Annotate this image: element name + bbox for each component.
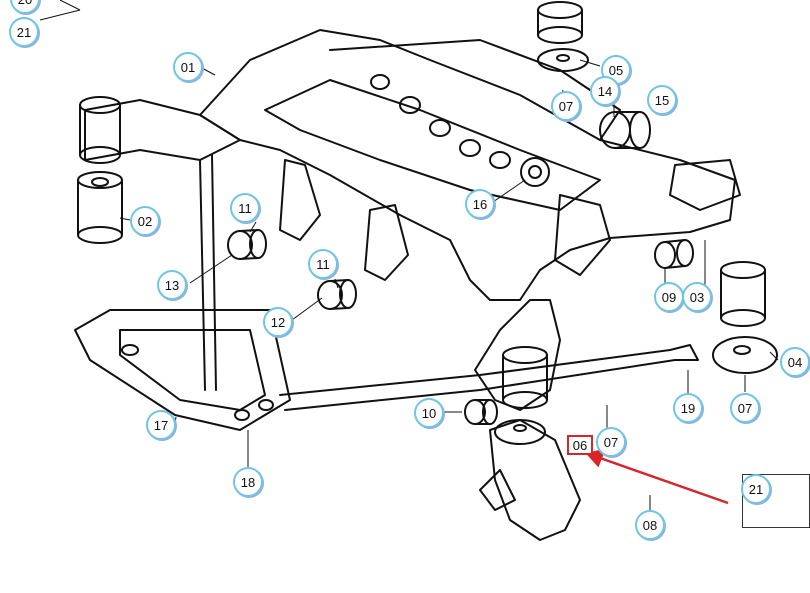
callout-04: 04 — [780, 347, 810, 377]
plate-17 — [74, 309, 291, 431]
bushing-11-a — [227, 229, 267, 260]
highlight-arrow — [585, 448, 729, 505]
callout-14: 14 — [590, 76, 620, 106]
callout-17: 17 — [146, 410, 176, 440]
washer-06 — [494, 419, 546, 445]
bracket-left-b — [364, 204, 409, 281]
bracket-right — [554, 194, 611, 276]
callout-11-b: 11 — [308, 249, 338, 279]
bushing-11-b — [317, 279, 357, 310]
callout-08: 08 — [635, 510, 665, 540]
bracket-left-a — [279, 159, 321, 241]
hub-carrier-08 — [489, 419, 581, 541]
callout-12: 12 — [263, 307, 293, 337]
callout-21-inset: 21 — [741, 474, 771, 504]
bushing-10 — [464, 399, 498, 425]
callout-18: 18 — [233, 467, 263, 497]
callout-07-top: 07 — [551, 91, 581, 121]
callout-02: 02 — [130, 206, 160, 236]
callout-19: 19 — [673, 393, 703, 423]
callout-10: 10 — [414, 398, 444, 428]
bushing-top-right — [537, 1, 583, 44]
callout-15: 15 — [647, 85, 677, 115]
bushing-center — [502, 346, 548, 409]
bushing-15 — [599, 111, 651, 149]
callout-16: 16 — [465, 189, 495, 219]
mount-right-top — [669, 159, 741, 211]
callout-07-right: 07 — [730, 393, 760, 423]
callout-09: 09 — [654, 282, 684, 312]
post — [199, 154, 217, 391]
callout-01: 01 — [173, 52, 203, 82]
bushing-16 — [520, 157, 550, 187]
subframe-beam-inner — [264, 79, 601, 211]
bushing-09 — [654, 239, 694, 269]
callout-03: 03 — [682, 282, 712, 312]
callout-11-a: 11 — [230, 193, 260, 223]
callout-06-highlighted: 06 — [567, 435, 593, 455]
rod-19 — [279, 344, 699, 411]
knuckle — [474, 299, 561, 411]
bushing-top-left — [79, 96, 121, 164]
washer-04 — [712, 336, 778, 374]
washer-05 — [537, 48, 589, 72]
bushing-03 — [720, 261, 766, 327]
bushing-02 — [77, 171, 123, 244]
subframe-rear-beam — [329, 39, 621, 141]
callout-07-center: 07 — [596, 427, 626, 457]
subframe-left-arm — [84, 99, 241, 161]
callout-21-top: 21 — [9, 17, 39, 47]
callout-13: 13 — [157, 270, 187, 300]
